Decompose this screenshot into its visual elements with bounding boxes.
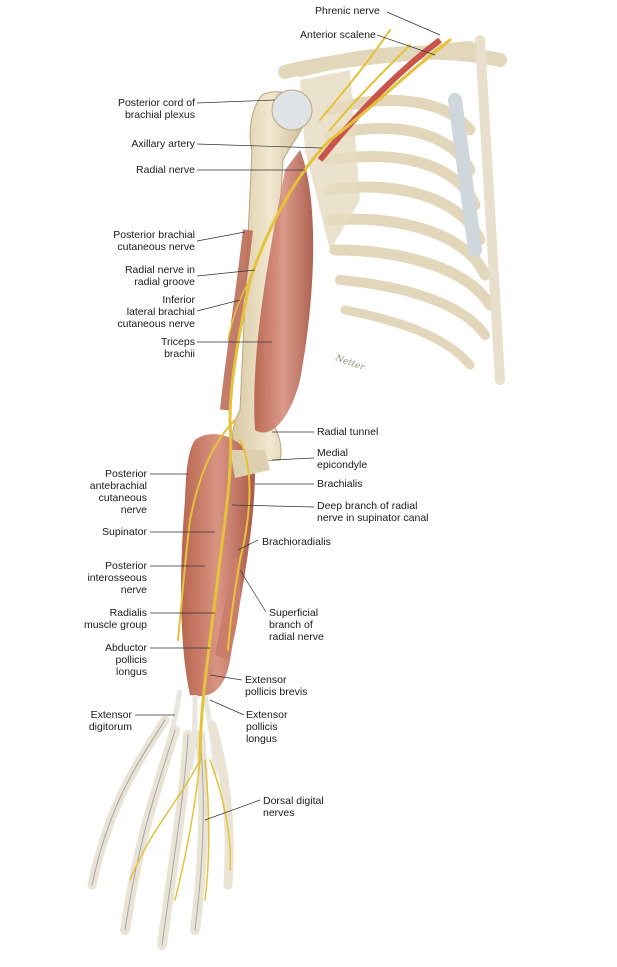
clavicle <box>278 41 477 79</box>
label-axillary-artery: Axillary artery <box>131 138 195 150</box>
triceps <box>254 150 314 433</box>
scapula <box>300 70 360 250</box>
leader-lines <box>135 11 441 821</box>
humeral-head <box>271 89 313 131</box>
brachioradialis-muscle <box>215 555 241 660</box>
hand <box>87 715 234 950</box>
label-anterior-scalene: Anterior scalene <box>300 29 376 41</box>
radial-nerve-path <box>129 29 452 901</box>
axillary-artery-vessel <box>317 37 442 162</box>
signature-text: Netter <box>333 353 366 373</box>
label-brachialis: Brachialis <box>317 478 363 490</box>
label-supinator: Supinator <box>102 526 147 538</box>
label-brachioradialis: Brachioradialis <box>262 536 331 548</box>
label-phrenic-nerve: Phrenic nerve <box>315 5 380 17</box>
label-radial-nerve: Radial nerve <box>136 164 195 176</box>
label-radial-tunnel: Radial tunnel <box>317 426 379 438</box>
medial-epicondyle-bone <box>230 450 270 478</box>
